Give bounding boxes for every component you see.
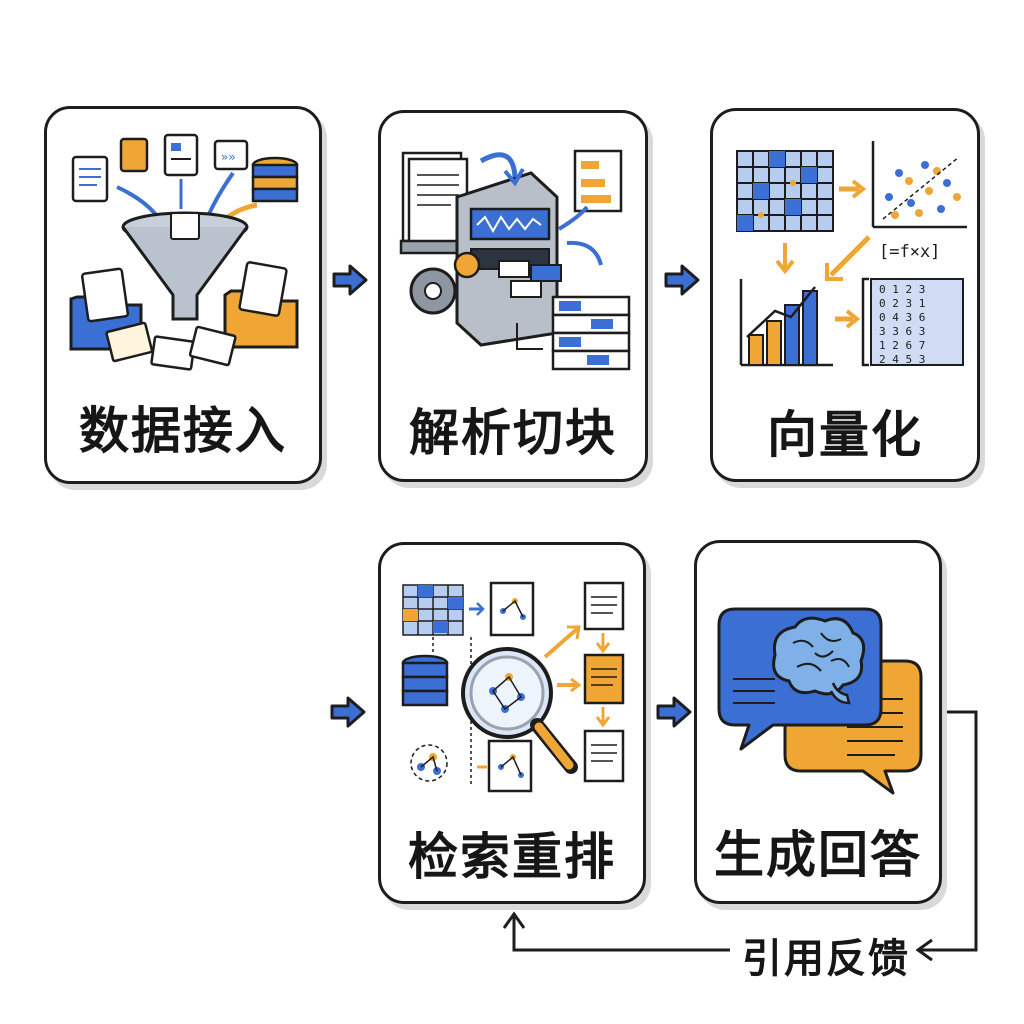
document-shredder-icon [399,149,631,371]
feedback-label: 引用反馈 [736,926,916,984]
step-label: 解析切块 [409,404,617,462]
formula-text: [=f×x] [879,242,940,262]
step-label: 向量化 [767,406,923,464]
flow-arrow-icon [656,696,692,728]
svg-text:»»: »» [221,150,235,164]
step-label: 生成回答 [714,826,922,884]
matrix-row: 3 3 6 3 [879,325,925,338]
step-card-retrieve: 检索重排 [378,542,646,904]
flow-arrow-icon [332,264,368,296]
step-label: 检索重排 [408,828,616,886]
matrix-row: 1 2 6 7 [879,339,925,352]
matrix-row: 0 1 2 3 [879,283,925,296]
matrix-row: 0 4 3 6 [879,311,925,324]
matrix-row: 2 4 5 3 [879,353,925,366]
matrix-row: 0 2 3 1 [879,297,925,310]
vector-embedding-icon: [=f×x] 0 1 2 3 0 2 3 1 0 4 3 6 3 3 6 3 1… [736,141,967,367]
step-label: 数据接入 [79,402,287,460]
funnel-icon: »» [69,133,299,371]
flow-arrow-icon [664,264,700,296]
step-card-vectorize: [=f×x] 0 1 2 3 0 2 3 1 0 4 3 6 3 3 6 3 1… [710,108,980,482]
flow-arrow-icon [330,696,366,728]
magnifier-search-icon [401,581,625,793]
chat-brain-icon [717,607,923,795]
step-card-parse: 解析切块 [378,110,648,482]
step-card-generate: 生成回答 [694,540,942,904]
step-card-ingest: »» 数据接入 [44,106,322,484]
